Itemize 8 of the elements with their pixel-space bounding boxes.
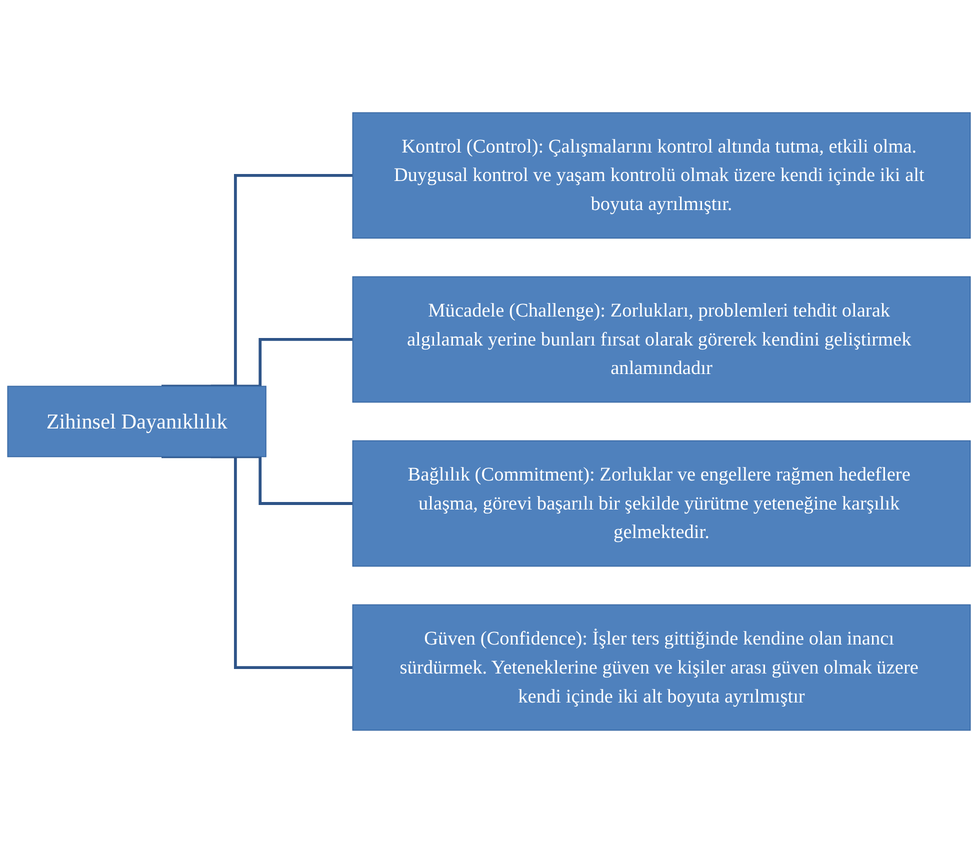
connector <box>162 455 353 669</box>
connector <box>162 174 353 388</box>
node-box: Kontrol (Control): Çalışmalarını kontrol altında tutma, etkili olma. Duygusal kontrol ve yaşam kontrolü olmak üzere kendi içinde iki alt boyuta ayrılmıştır. <box>352 112 971 239</box>
connector <box>210 338 353 388</box>
node-box: Güven (Confidence): İşler ters gittiğinde kendine olan inancı sürdürmek. Yeteneklerine güven ve kişiler arası güven olmak üzere kendi içinde iki alt boyuta ayrılmıştır <box>352 604 971 731</box>
node-box: Mücadele (Challenge): Zorlukları, problemleri tehdit olarak algılamak yerine bunları fırsat olarak görerek kendini geliştirmek anlamındadır <box>352 276 971 403</box>
node-box: Zihinsel Dayanıklılık <box>7 386 266 458</box>
node-box: Bağlılık (Commitment): Zorluklar ve engellere rağmen hedeflere ulaşma, görevi başarılı bir şekilde yürütme yeteneğine karşılık gelmektedir. <box>352 440 971 567</box>
